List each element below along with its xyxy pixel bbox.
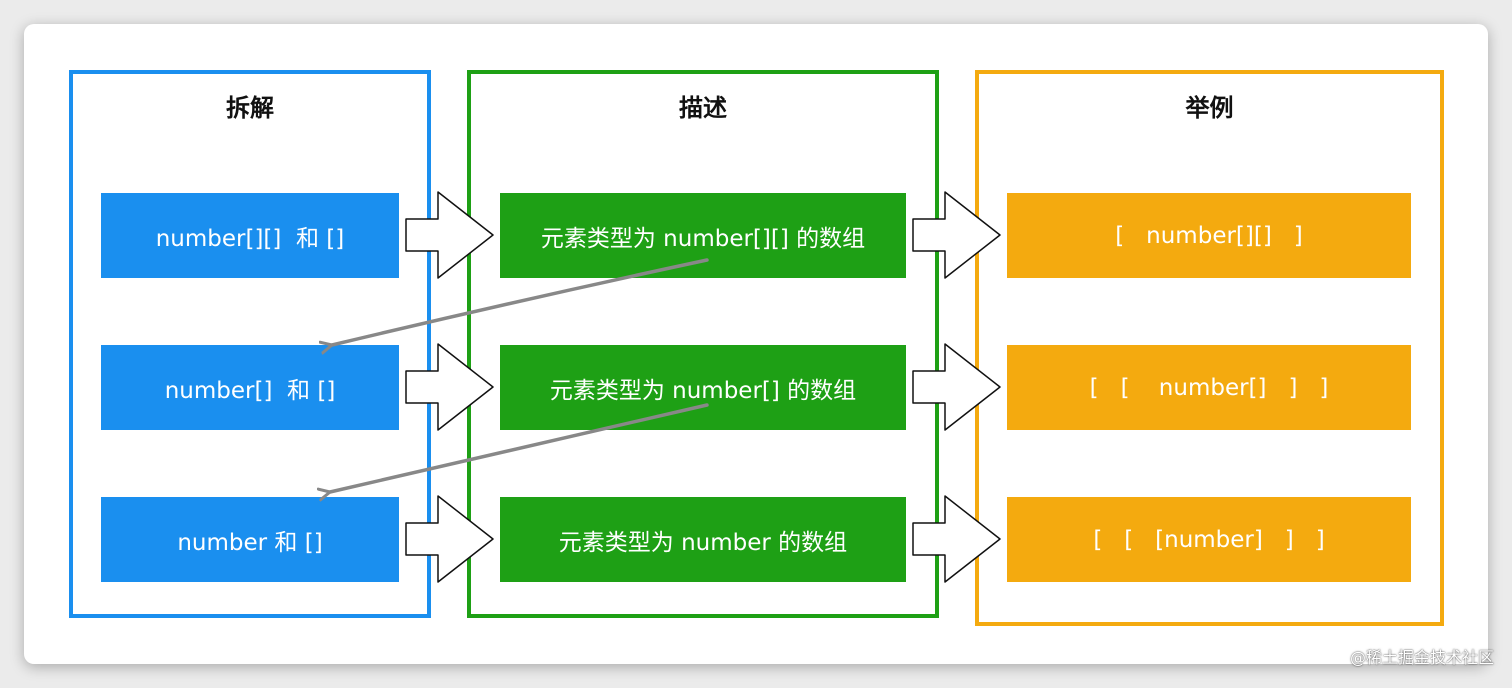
column-example: 举例	[975, 70, 1444, 626]
column-description: 描述	[467, 70, 939, 618]
description-box-3: 元素类型为 number 的数组	[500, 497, 906, 582]
breakdown-box-3: number 和 []	[101, 497, 399, 582]
description-box-1: 元素类型为 number[][] 的数组	[500, 193, 906, 278]
connector-arrow-1	[332, 258, 709, 345]
example-box-2: [ [ number[] ] ]	[1007, 345, 1411, 430]
block-arrow-1b	[912, 191, 1001, 279]
block-arrow-3b	[912, 495, 1001, 583]
description-box-2: 元素类型为 number[] 的数组	[500, 345, 906, 430]
example-box-1: [ number[][] ]	[1007, 193, 1411, 278]
watermark-text: @稀土掘金技术社区	[1349, 648, 1494, 667]
example-box-3: [ [ [number] ] ]	[1007, 497, 1411, 582]
column-breakdown-title: 拆解	[226, 94, 274, 122]
column-example-title: 举例	[1185, 94, 1234, 122]
block-arrow-2a	[405, 343, 494, 431]
block-arrow-3a	[405, 495, 494, 583]
connector-arrow-2	[330, 403, 709, 492]
column-description-title: 描述	[679, 94, 727, 122]
block-arrow-1a	[405, 191, 494, 279]
block-arrow-2b	[912, 343, 1001, 431]
column-breakdown: 拆解	[69, 70, 431, 618]
breakdown-box-2: number[] 和 []	[101, 345, 399, 430]
breakdown-box-1: number[][] 和 []	[101, 193, 399, 278]
